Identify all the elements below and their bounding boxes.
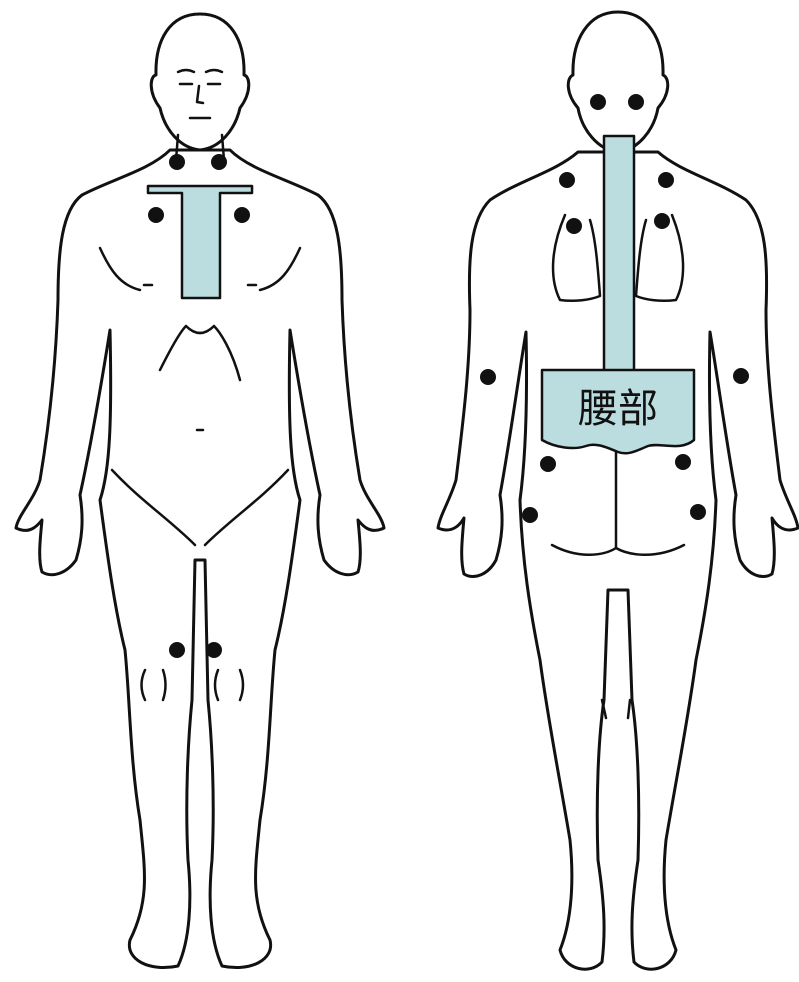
- back-figure: 腰部: [438, 12, 798, 969]
- tender-point-back-trochanter-right: [690, 504, 706, 520]
- tender-point-back-occiput-right: [628, 94, 644, 110]
- back-knee-marks: [602, 700, 630, 718]
- front-figure: [16, 14, 384, 968]
- tender-point-front-neck-left: [169, 154, 185, 170]
- tender-point-back-trapezius-right: [658, 172, 674, 188]
- tender-point-back-supraspinatus-right: [654, 213, 670, 229]
- tender-point-front-chest-left: [148, 207, 164, 223]
- tender-point-back-gluteal-left: [540, 456, 556, 472]
- tender-point-back-elbow-right: [733, 368, 749, 384]
- tender-point-front-neck-right: [211, 154, 227, 170]
- tender-point-front-knee-left: [169, 642, 185, 658]
- front-head: [151, 14, 249, 150]
- back-spine-region: [604, 136, 634, 372]
- tender-point-back-supraspinatus-left: [566, 218, 582, 234]
- tender-point-back-occiput-left: [590, 94, 606, 110]
- back-head: [568, 12, 667, 152]
- tender-point-back-trochanter-left: [522, 507, 538, 523]
- tender-point-back-gluteal-right: [675, 454, 691, 470]
- tender-point-front-chest-right: [234, 207, 250, 223]
- tender-point-front-knee-right: [206, 642, 222, 658]
- lumbar-label: 腰部: [578, 386, 658, 432]
- tender-point-back-elbow-left: [480, 369, 496, 385]
- tender-point-back-trapezius-left: [559, 172, 575, 188]
